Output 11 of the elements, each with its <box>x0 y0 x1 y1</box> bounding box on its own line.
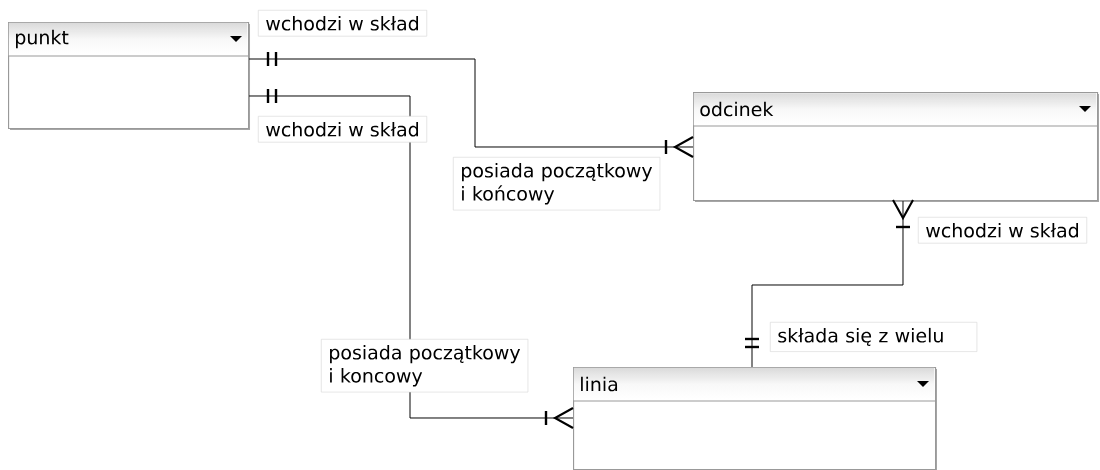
edge-label: wchodzi w skład <box>258 10 428 37</box>
edge-label: wchodzi w skład <box>258 116 428 143</box>
relationship-line <box>745 199 914 368</box>
relationship-line <box>248 52 694 158</box>
role-label: posiada początkowy i koncowy <box>321 339 529 393</box>
entity-box: punkt <box>7 22 250 130</box>
edge-label: wchodzi w skład <box>918 217 1088 244</box>
entity-box: linia <box>572 367 937 470</box>
role-label: posiada początkowy i końcowy <box>453 157 661 211</box>
entity-box: odcinek <box>692 92 1099 202</box>
role-label: składa się z wielu <box>770 322 978 352</box>
